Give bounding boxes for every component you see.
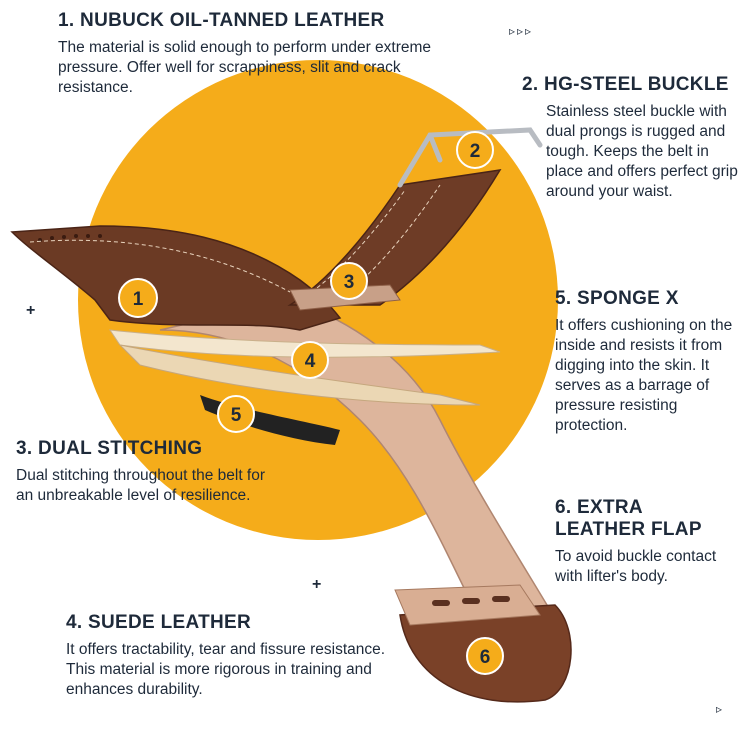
feature-dual-stitching: 3. DUAL STITCHING Dual stitching through… bbox=[16, 438, 276, 506]
arrow-decoration-icon: ▹▹▹ bbox=[509, 24, 534, 38]
sponge-layer-b bbox=[118, 344, 481, 406]
feature-description: To avoid buckle contact with lifter's bo… bbox=[555, 548, 717, 585]
svg-text:5: 5 bbox=[231, 405, 242, 426]
feature-heading: 1. NUBUCK OIL-TANNED LEATHER bbox=[58, 10, 385, 31]
badge-3: 3 bbox=[330, 262, 368, 300]
leather-belt-main bbox=[10, 225, 342, 331]
feature-suede-leather: 4. SUEDE LEATHER It offers tractability,… bbox=[66, 612, 396, 700]
feature-description: It offers cushioning on the inside and r… bbox=[555, 317, 733, 434]
feature-heading: 3. DUAL STITCHING bbox=[16, 438, 203, 459]
plus-decoration-icon: + bbox=[26, 302, 36, 319]
badge-4: 4 bbox=[291, 341, 329, 379]
feature-heading: 5. SPONGE X bbox=[555, 288, 679, 309]
plus-decoration-icon: + bbox=[312, 576, 322, 593]
stitch-line bbox=[29, 239, 291, 293]
svg-text:2: 2 bbox=[470, 141, 481, 162]
badge-1: 1 bbox=[118, 278, 158, 318]
triangle-decoration-icon: ▹ bbox=[716, 702, 723, 716]
feature-nubuck-leather: 1. NUBUCK OIL-TANNED LEATHER The materia… bbox=[58, 10, 478, 98]
svg-text:1: 1 bbox=[133, 289, 144, 310]
feature-extra-leather-flap: 6. EXTRA LEATHER FLAP To avoid buckle co… bbox=[555, 497, 745, 587]
suede-tab bbox=[394, 584, 541, 626]
badge-6: 6 bbox=[466, 637, 504, 675]
feature-heading: 6. EXTRA LEATHER FLAP bbox=[555, 497, 702, 540]
feature-steel-buckle: 2. HG-STEEL BUCKLE Stainless steel buckl… bbox=[522, 74, 742, 202]
svg-text:6: 6 bbox=[480, 647, 491, 668]
feature-description: Dual stitching throughout the belt for a… bbox=[16, 467, 266, 504]
badge-2: 2 bbox=[456, 131, 494, 169]
feature-heading: 4. SUEDE LEATHER bbox=[66, 612, 251, 633]
badge-5: 5 bbox=[217, 395, 255, 433]
feature-sponge-x: 5. SPONGE X It offers cushioning on the … bbox=[555, 288, 745, 436]
feature-description: Stainless steel buckle with dual prongs … bbox=[546, 103, 738, 200]
feature-description: The material is solid enough to perform … bbox=[58, 39, 432, 96]
feature-heading: 2. HG-STEEL BUCKLE bbox=[522, 74, 729, 95]
svg-text:4: 4 bbox=[305, 351, 316, 372]
svg-text:3: 3 bbox=[344, 272, 355, 293]
feature-description: It offers tractability, tear and fissure… bbox=[66, 641, 386, 698]
belt-holes bbox=[38, 234, 102, 242]
